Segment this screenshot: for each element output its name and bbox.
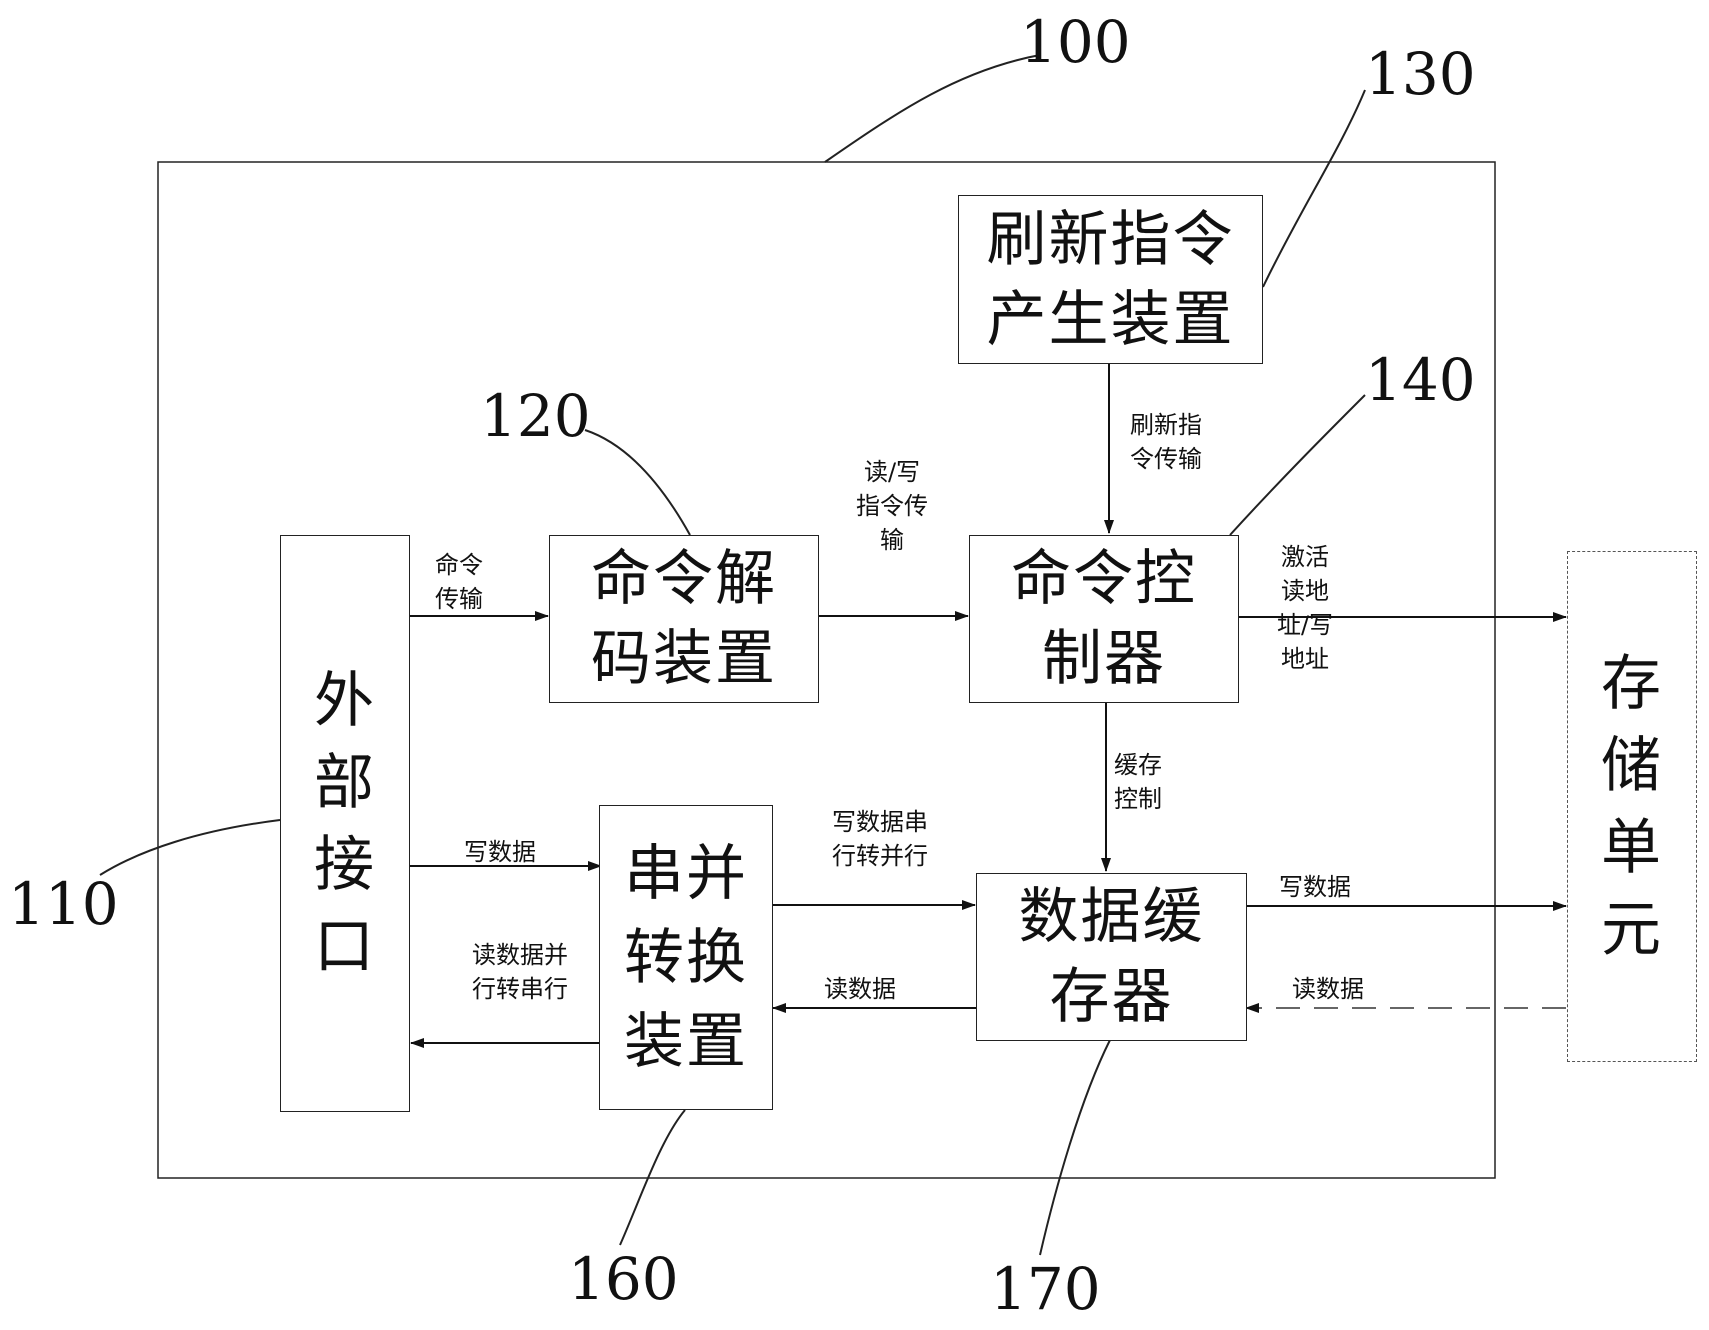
ref-170: 170 xyxy=(990,1255,1101,1323)
ref-110: 110 xyxy=(8,870,119,938)
label-write-data-in: 写数据 xyxy=(464,838,536,866)
label-read-data-to-converter: 读数据 xyxy=(824,975,896,1003)
serdes-converter-label: 串并转换装置 xyxy=(624,838,748,1077)
label-write-data-to-storage: 写数据 xyxy=(1279,873,1351,901)
label-command-transfer: 命令传输 xyxy=(435,551,483,613)
refresh-generator-block: 刷新指令产生装置 xyxy=(958,195,1263,364)
command-decoder-block: 命令解码装置 xyxy=(549,535,819,703)
label-write-data-s2p: 写数据串行转并行 xyxy=(832,808,928,870)
label-rw-instruction-transfer: 读/写指令传输 xyxy=(856,458,928,554)
leader-120 xyxy=(584,429,691,536)
serdes-converter-block: 串并转换装置 xyxy=(599,805,773,1110)
command-controller-label: 命令控制器 xyxy=(1011,544,1197,694)
external-interface-label: 外部接口 xyxy=(314,665,376,982)
ref-160: 160 xyxy=(568,1245,679,1313)
label-read-data-from-storage: 读数据 xyxy=(1292,975,1364,1003)
refresh-generator-label: 刷新指令产生装置 xyxy=(986,204,1235,355)
label-buffer-control: 缓存控制 xyxy=(1114,751,1162,813)
leader-140 xyxy=(1229,394,1366,536)
ref-120: 120 xyxy=(480,382,591,450)
leader-130 xyxy=(1262,89,1366,288)
command-decoder-label: 命令解码装置 xyxy=(591,544,777,694)
label-activate-address: 激活读地址/写地址 xyxy=(1276,543,1334,673)
leader-170 xyxy=(1039,1039,1111,1256)
external-interface-block: 外部接口 xyxy=(280,535,410,1112)
leader-100 xyxy=(824,54,1041,163)
data-buffer-block: 数据缓存器 xyxy=(976,873,1247,1041)
storage-unit-block: 存储单元 xyxy=(1567,551,1697,1062)
leader-110 xyxy=(99,819,281,876)
leader-160 xyxy=(619,1109,686,1246)
ref-100: 100 xyxy=(1020,8,1131,76)
ref-130: 130 xyxy=(1365,40,1476,108)
command-controller-block: 命令控制器 xyxy=(969,535,1239,703)
ref-140: 140 xyxy=(1365,346,1476,414)
label-refresh-instruction-transfer: 刷新指令传输 xyxy=(1130,411,1202,473)
data-buffer-label: 数据缓存器 xyxy=(1018,882,1205,1032)
storage-unit-label: 存储单元 xyxy=(1601,648,1663,965)
label-read-data-p2s: 读数据并行转串行 xyxy=(472,941,568,1003)
